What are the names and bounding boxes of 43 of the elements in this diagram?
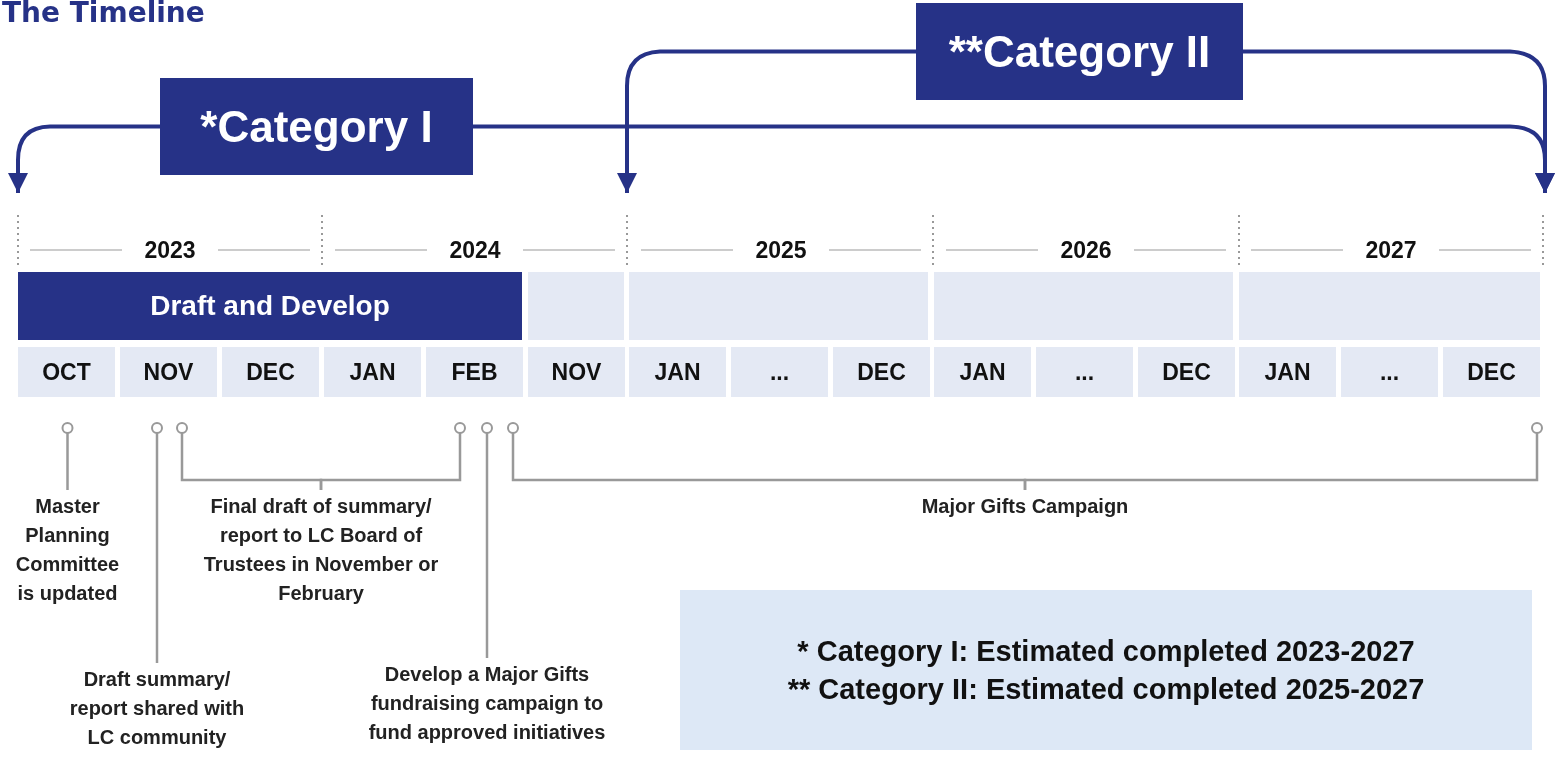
month-cell: OCT: [18, 347, 115, 397]
month-cell: DEC: [833, 347, 930, 397]
milestone-text: Final draft of summary/ report to LC Board of Trustees in November or February: [196, 492, 446, 608]
timeline-bar: [528, 272, 624, 340]
month-cell: DEC: [1443, 347, 1540, 397]
phase-bar: Draft and Develop: [18, 272, 522, 340]
leader-line: [481, 422, 493, 658]
title: The Timeline: [2, 0, 206, 30]
leader-line: [319, 422, 466, 490]
category-box: *Category I: [160, 78, 473, 175]
year-label: 2027: [1364, 236, 1418, 264]
milestone-text: Major Gifts Campaign: [875, 492, 1175, 521]
month-cell: DEC: [1138, 347, 1235, 397]
arrow: [8, 124, 160, 193]
note-text: * Category I: Estimated completed 2023-2027: [797, 634, 1415, 669]
leader-line: [1023, 422, 1543, 490]
category-box: **Category II: [916, 3, 1243, 100]
month-cell: NOV: [120, 347, 217, 397]
month-cell: JAN: [324, 347, 421, 397]
note-panel: [680, 590, 1532, 750]
timeline-bar: [1239, 272, 1540, 340]
milestone-text: Draft summary/ report shared with LC community: [57, 665, 257, 752]
month-cell: JAN: [934, 347, 1031, 397]
month-cell: ...: [1341, 347, 1438, 397]
month-cell: DEC: [222, 347, 319, 397]
year-label: 2026: [1059, 236, 1113, 264]
month-cell: FEB: [426, 347, 523, 397]
month-cell: ...: [1036, 347, 1133, 397]
month-cell: NOV: [528, 347, 625, 397]
month-cell: JAN: [629, 347, 726, 397]
month-cell: JAN: [1239, 347, 1336, 397]
arrow: [617, 49, 916, 193]
year-label: 2024: [448, 236, 502, 264]
year-label: 2025: [754, 236, 808, 264]
leader-line: [151, 422, 163, 663]
note-text: ** Category II: Estimated completed 2025-2027: [787, 672, 1425, 707]
month-cell: ...: [731, 347, 828, 397]
milestone-text: Master Planning Committee is updated: [5, 492, 130, 608]
timeline-bar: [934, 272, 1233, 340]
leader-line: [61, 422, 74, 490]
year-label: 2023: [143, 236, 197, 264]
timeline-bar: [629, 272, 928, 340]
milestone-text: Develop a Major Gifts fundraising campaign to fund approved initiatives: [367, 660, 607, 747]
